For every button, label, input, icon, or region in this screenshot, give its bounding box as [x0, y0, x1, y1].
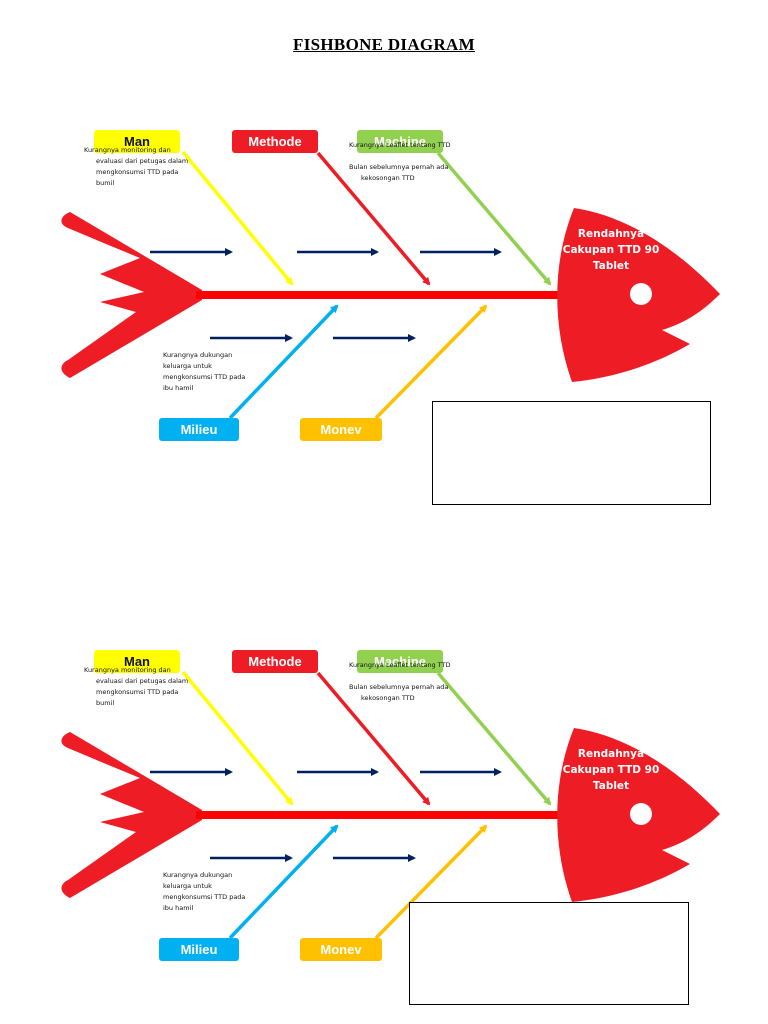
cause-line: Kurangnya Leaflet tentang TTD	[349, 141, 451, 149]
problem-line: Tablet	[592, 260, 630, 272]
fish-tail	[61, 212, 202, 378]
cause-line: kekosongan TTD	[361, 694, 415, 702]
problem-statement: Rendahnya Cakupan TTD 90 Tablet	[561, 746, 661, 794]
cause-line: Kurangnya Leaflet tentang TTD	[349, 661, 451, 669]
fish-eye	[630, 803, 652, 825]
category-man: Man	[94, 130, 180, 153]
category-milieu: Milieu	[159, 938, 239, 961]
bone-methode	[316, 671, 431, 806]
cause-line: Kurangnya monitoring dan	[84, 666, 171, 674]
fishbone-graphic	[61, 670, 720, 940]
fish-eye	[630, 283, 652, 305]
cause-line: mengkonsumsi TTD pada	[96, 688, 179, 696]
cause-line: evaluasi dari petugas dalam	[96, 157, 189, 165]
cause-line: bumil	[96, 699, 115, 707]
cause-line: keluarga untuk	[163, 362, 212, 370]
problem-line: Tablet	[592, 780, 630, 792]
cause-line: evaluasi dari petugas dalam	[96, 677, 189, 685]
category-methode: Methode	[232, 130, 318, 153]
cause-milieu: Kurangnya dukungan keluarga untuk mengko…	[163, 350, 245, 394]
category-methode: Methode	[232, 650, 318, 673]
category-machine: Machine	[357, 130, 443, 153]
cause-line: Bulan sebelumnya pernah ada	[349, 683, 449, 691]
bone-machine	[436, 671, 552, 806]
problem-line: Rendahnya	[577, 748, 645, 760]
empty-text-box	[432, 401, 711, 505]
problem-statement: Rendahnya Cakupan TTD 90 Tablet	[561, 226, 661, 274]
problem-line: Cakupan TTD 90	[562, 244, 660, 256]
cause-line: ibu hamil	[163, 384, 194, 392]
cause-man: Kurangnya monitoring dan evaluasi dari p…	[84, 665, 188, 709]
fish-tail	[61, 732, 202, 898]
bone-milieu	[228, 304, 339, 420]
page-title: FISHBONE DIAGRAM	[293, 35, 475, 54]
category-monev: Monev	[300, 938, 382, 961]
bone-monev	[374, 824, 488, 940]
fishbone-diagram: Man Methode Machine Milieu Monev Kurangn…	[61, 130, 720, 505]
cause-line: mengkonsumsi TTD pada	[96, 168, 179, 176]
cause-machine: Kurangnya Leaflet tentang TTD Bulan sebe…	[349, 140, 451, 184]
fishbone-graphic	[61, 150, 720, 420]
category-machine: Machine	[357, 650, 443, 673]
bone-monev	[374, 304, 488, 420]
empty-text-box	[409, 902, 689, 1005]
problem-line: Cakupan TTD 90	[562, 764, 660, 776]
cause-line: Bulan sebelumnya pernah ada	[349, 163, 449, 171]
problem-line: Rendahnya	[577, 228, 645, 240]
category-man: Man	[94, 650, 180, 673]
fishbone-diagram: Man Methode Machine Milieu Monev Kurangn…	[0, 520, 768, 1024]
cause-line: Kurangnya dukungan	[163, 351, 233, 359]
cause-machine: Kurangnya Leaflet tentang TTD Bulan sebe…	[349, 660, 451, 704]
cause-line: keluarga untuk	[163, 882, 212, 890]
cause-line: ibu hamil	[163, 904, 194, 912]
bone-milieu	[228, 824, 339, 940]
bone-methode	[316, 151, 431, 286]
bone-machine	[436, 151, 552, 286]
cause-line: kekosongan TTD	[361, 174, 415, 182]
category-monev: Monev	[300, 418, 382, 441]
bone-man	[181, 150, 294, 286]
cause-line: Kurangnya monitoring dan	[84, 146, 171, 154]
cause-line: bumil	[96, 179, 115, 187]
category-milieu: Milieu	[159, 418, 239, 441]
cause-line: mengkonsumsi TTD pada	[163, 373, 246, 381]
cause-man: Kurangnya monitoring dan evaluasi dari p…	[84, 145, 188, 189]
cause-line: Kurangnya dukungan	[163, 871, 233, 879]
cause-milieu: Kurangnya dukungan keluarga untuk mengko…	[163, 870, 245, 914]
bone-man	[181, 670, 294, 806]
cause-line: mengkonsumsi TTD pada	[163, 893, 246, 901]
